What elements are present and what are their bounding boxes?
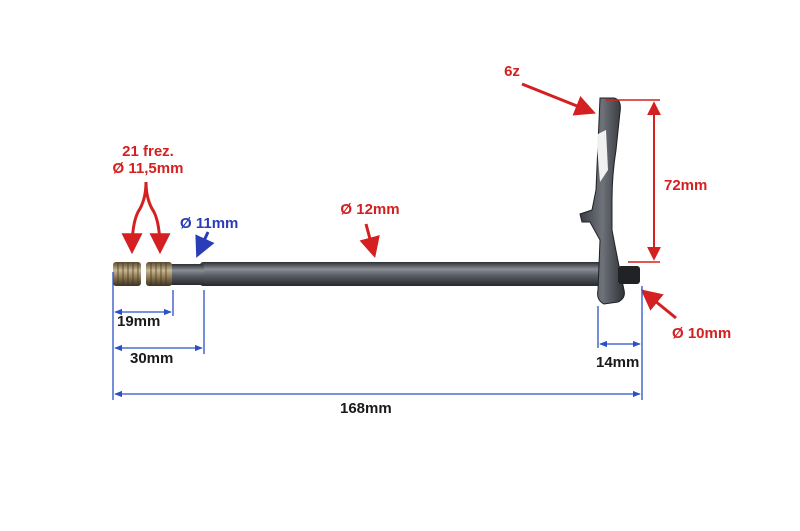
shift-shaft (113, 97, 640, 305)
shaft-diameter-label: Ø 12mm (340, 201, 399, 218)
teeth-label: 6z (504, 63, 520, 80)
end-stub (618, 266, 640, 284)
spline-pointer-left (121, 181, 148, 255)
plate-height-dimension: 72mm (606, 99, 707, 263)
end-diameter-arrow (640, 289, 677, 320)
spline-section-2 (146, 262, 172, 286)
shaft-neck (168, 264, 204, 285)
length-dimensions (112, 272, 643, 400)
neck-diameter-annotation: Ø 11mm (180, 215, 238, 258)
spline-annotation: 21 frez. Ø 11,5mm (113, 143, 184, 255)
spline-length-label: 19mm (117, 313, 160, 330)
plate-cutout (596, 130, 608, 182)
shaft-diameter-arrow (359, 223, 380, 259)
spline-section-1 (113, 262, 141, 286)
spline-teeth (117, 263, 167, 285)
neck-diameter-arrow (195, 231, 215, 258)
main-shaft-body (200, 262, 610, 286)
end-diameter-annotation: Ø 10mm (640, 289, 731, 342)
spline-diameter-label: Ø 11,5mm (113, 160, 184, 177)
teeth-annotation: 6z (504, 63, 596, 116)
neck-length-label: 30mm (130, 350, 173, 367)
shaft-diameter-annotation: Ø 12mm (340, 201, 400, 259)
plate-height-label: 72mm (664, 177, 707, 194)
total-length-label: 168mm (340, 400, 392, 417)
spline-pointer-right (144, 181, 171, 255)
end-length-label: 14mm (596, 354, 639, 371)
teeth-arrow (521, 82, 596, 116)
neck-diameter-label: Ø 11mm (180, 215, 238, 232)
end-diameter-label: Ø 10mm (672, 325, 731, 342)
spline-count-label: 21 frez. (122, 143, 174, 160)
